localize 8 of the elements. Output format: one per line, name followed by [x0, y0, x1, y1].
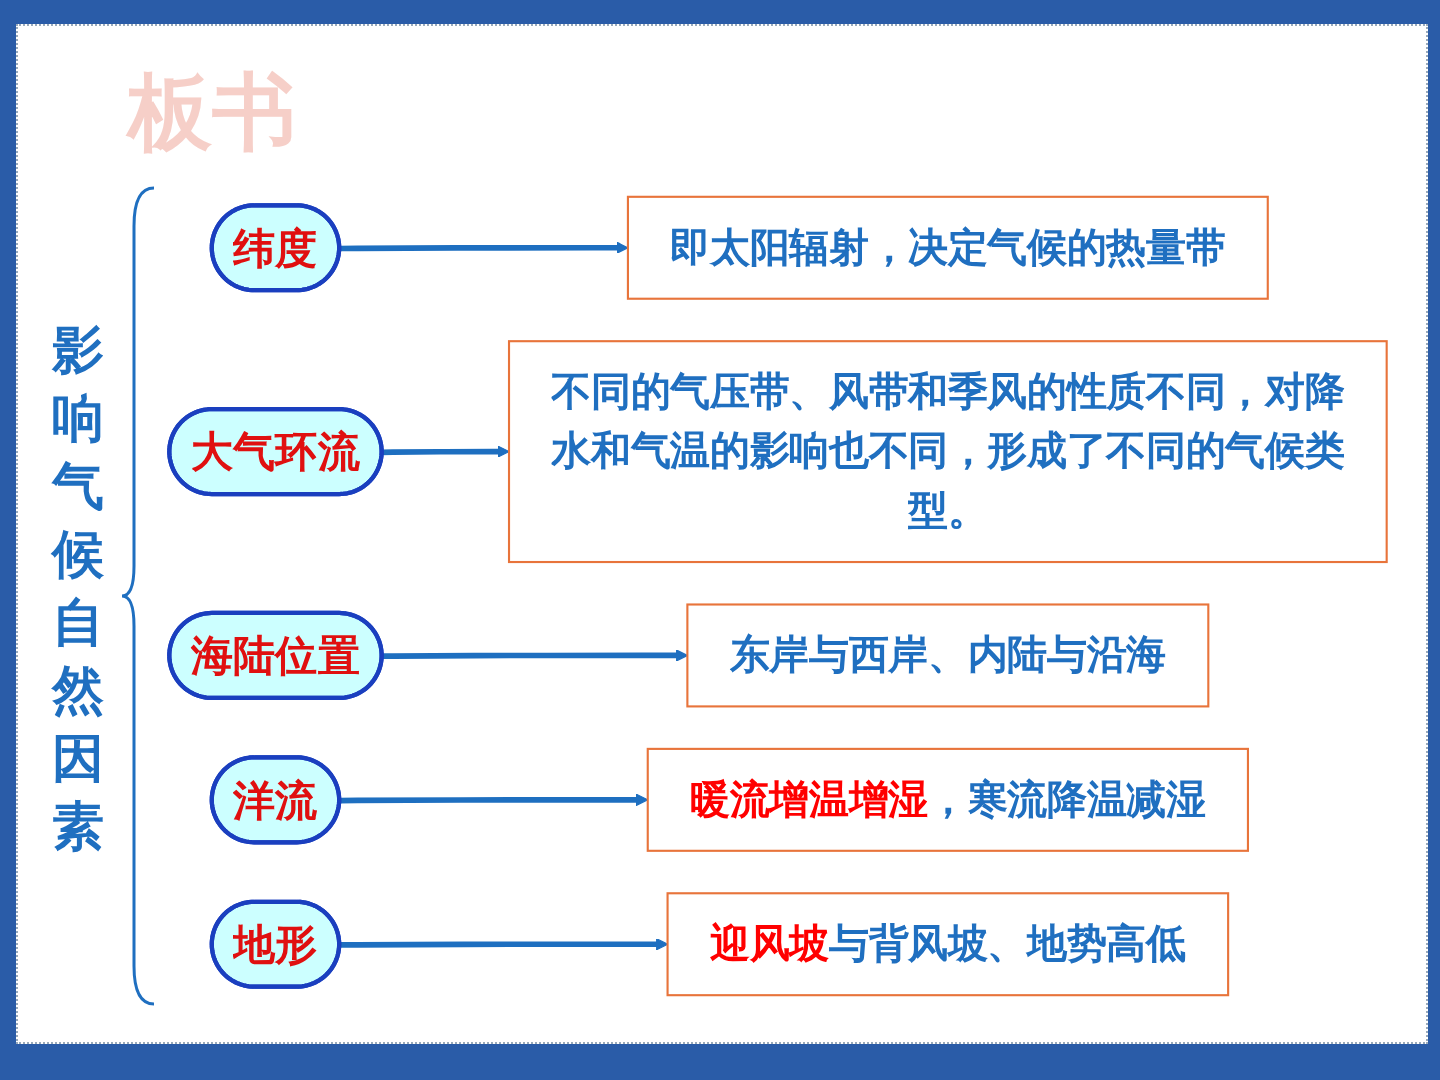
node-box: 即太阳辐射，决定气候的热量带 [626, 195, 1269, 300]
arrow [382, 649, 688, 662]
node-box: 东岸与西岸、内陆与沿海 [686, 603, 1210, 708]
side-label: 影响气候自然因素 [50, 319, 105, 858]
node-box: 迎风坡与背风坡、地势高低 [666, 892, 1230, 997]
arrow [382, 445, 510, 458]
node-box: 暖流增温增湿，寒流降温减湿 [646, 747, 1249, 852]
node-box: 不同的气压带、风带和季风的性质不同，对降水和气温的影响也不同，形成了不同的气候类型。 [507, 340, 1388, 564]
